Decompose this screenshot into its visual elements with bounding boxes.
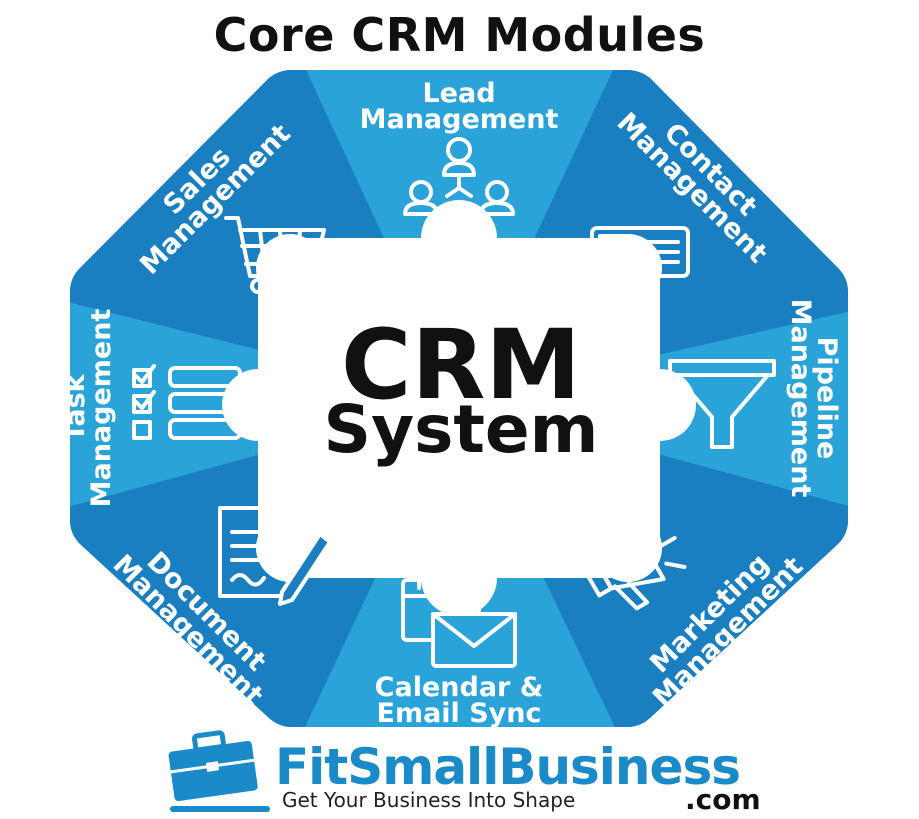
lead-label-line1: Lead	[422, 78, 495, 109]
logo-underline	[170, 806, 270, 812]
lead-label-line2: Management	[360, 104, 559, 135]
logo-wordmark: FitSmallBusiness	[275, 742, 741, 792]
document-pen-icon	[218, 506, 332, 606]
shopping-cart-icon	[224, 216, 326, 294]
checklist-icon	[132, 364, 242, 440]
calendar-label-line2: Email Sync	[377, 698, 542, 729]
pipeline-label-line1: Pipeline	[811, 337, 842, 460]
task-label-line2: Management	[86, 309, 117, 508]
briefcase-icon	[168, 730, 258, 802]
page-title: Core CRM Modules	[213, 8, 706, 62]
logo-name-part1: Fit	[275, 738, 348, 796]
calendar-email-icon	[401, 570, 517, 668]
center-title-line2: System	[324, 391, 599, 468]
people-network-icon	[403, 137, 515, 216]
logo-suffix: .com	[685, 783, 761, 816]
logo-tagline: Get Your Business Into Shape	[282, 788, 576, 812]
logo-name-part2: SmallBusiness	[347, 738, 741, 796]
center-title-line1: CRM	[341, 309, 581, 421]
pipeline-label-line2: Management	[785, 299, 816, 498]
contact-card-icon	[590, 226, 690, 278]
calendar-label-line1: Calendar &	[375, 672, 544, 703]
megaphone-icon	[585, 513, 687, 611]
funnel-icon	[668, 359, 776, 449]
task-label-line1: Task	[60, 373, 91, 441]
